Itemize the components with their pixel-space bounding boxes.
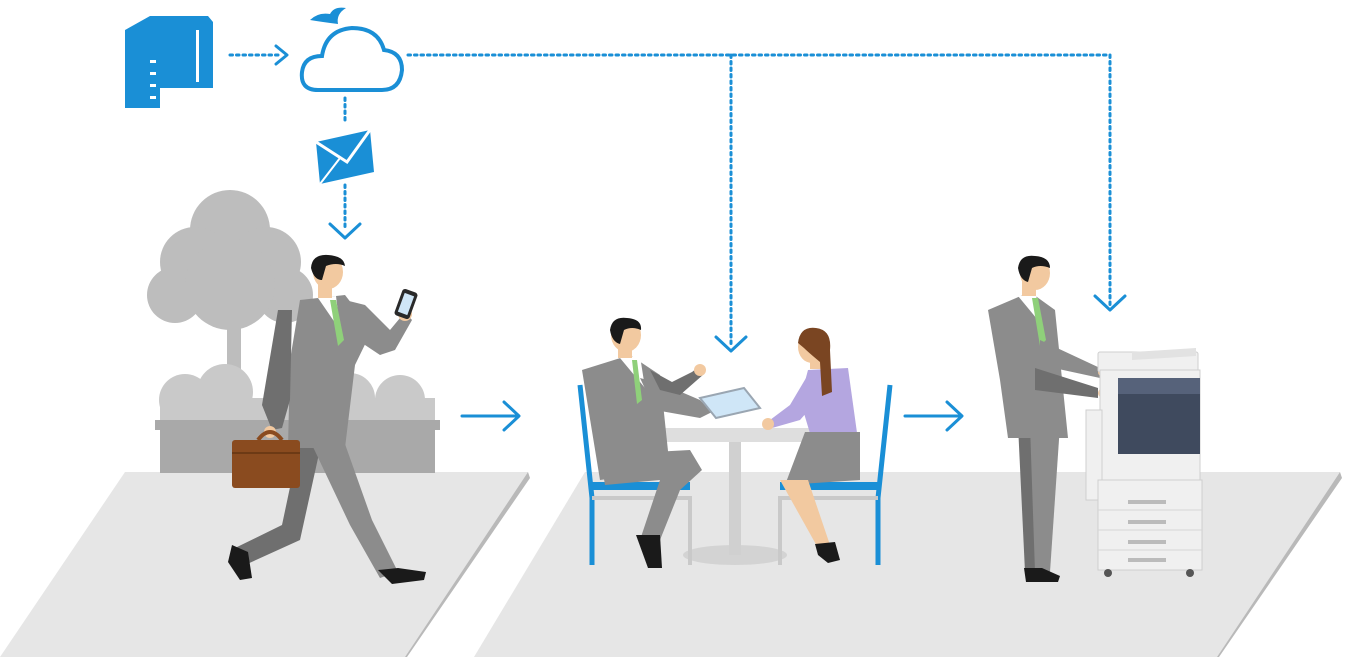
envelope-icon bbox=[315, 129, 374, 185]
chevron-down-icon bbox=[714, 335, 748, 353]
shoe bbox=[228, 545, 252, 580]
shoe bbox=[1024, 568, 1060, 582]
seated-businesswoman bbox=[762, 327, 860, 563]
arrowheads bbox=[274, 44, 1127, 353]
cloud-icon bbox=[299, 7, 405, 92]
shoe bbox=[636, 535, 662, 568]
seated-businessman bbox=[582, 317, 712, 568]
connector-lines bbox=[228, 53, 1112, 347]
arrow-right-icon bbox=[502, 400, 521, 432]
shoe bbox=[815, 542, 840, 563]
shoe bbox=[378, 568, 426, 584]
chair-left bbox=[577, 384, 692, 565]
chevron-right-icon bbox=[274, 44, 289, 66]
smartphone-icon bbox=[394, 288, 418, 320]
flow-arrow-2 bbox=[903, 400, 964, 432]
floor-left bbox=[0, 472, 530, 657]
meeting-table bbox=[640, 428, 825, 565]
arrow-right-icon bbox=[945, 400, 964, 432]
tablet-icon bbox=[698, 386, 762, 420]
multifunction-printer-icon bbox=[125, 16, 213, 108]
chevron-down-icon bbox=[1093, 294, 1127, 312]
briefcase bbox=[232, 430, 300, 488]
walking-businessman bbox=[228, 254, 426, 584]
multifunction-copier bbox=[1085, 348, 1203, 577]
chevron-down-icon bbox=[328, 222, 362, 240]
chair-right bbox=[778, 384, 893, 565]
flow-arrow-1 bbox=[460, 400, 521, 432]
